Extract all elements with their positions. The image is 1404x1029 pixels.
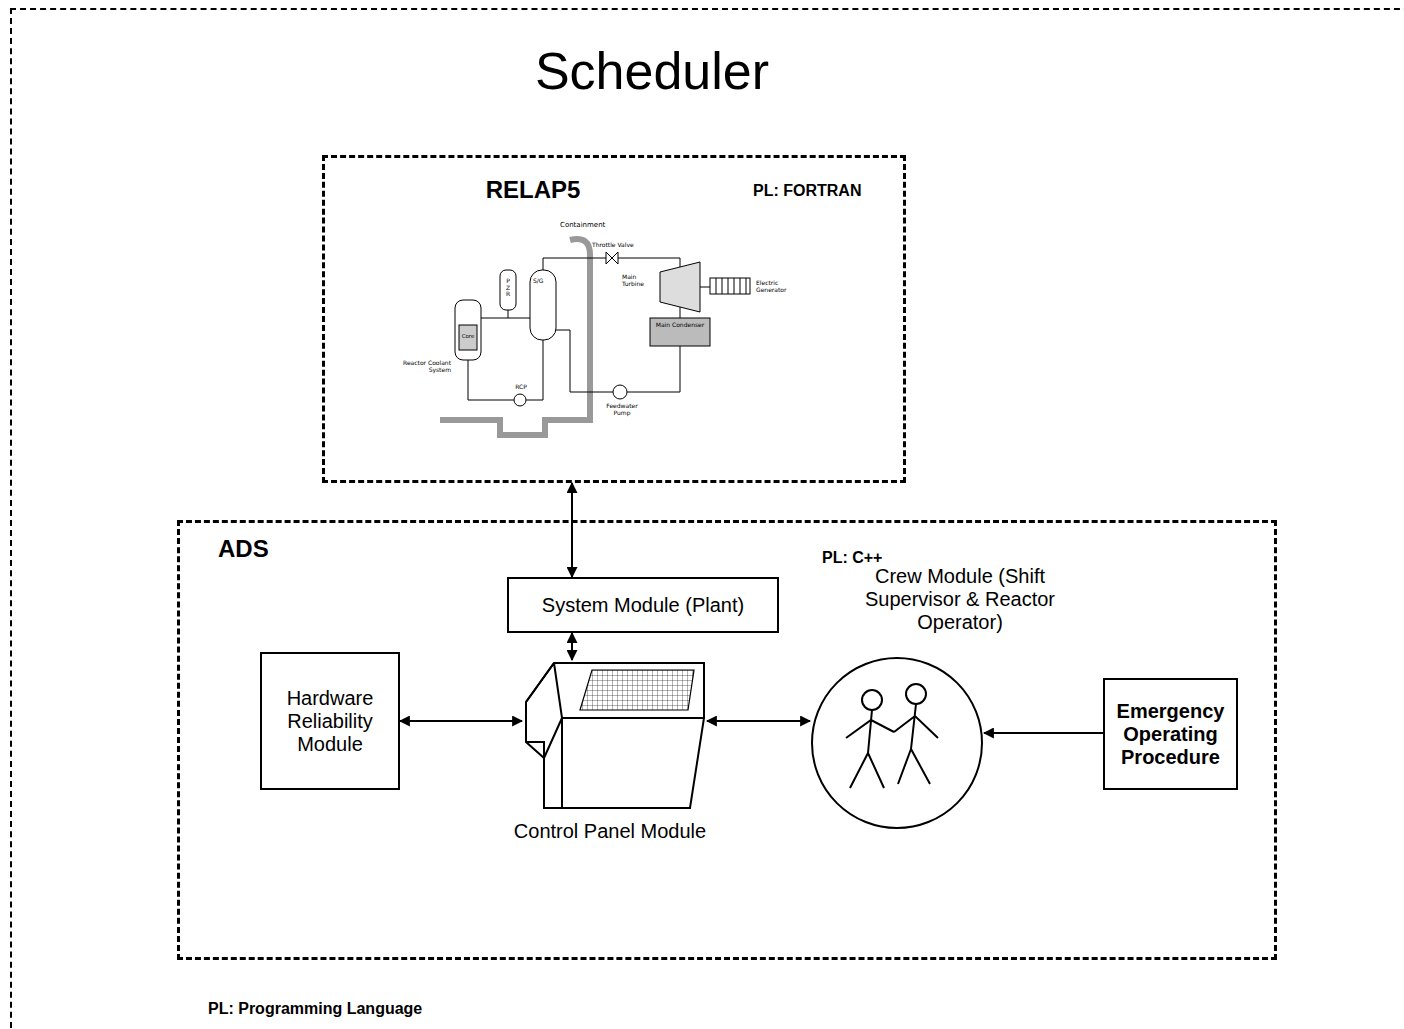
reactor-vessel <box>455 300 481 360</box>
component-label: Containment <box>560 222 620 230</box>
node-label: ADS <box>218 535 318 563</box>
node-label: Control Panel Module <box>470 820 750 843</box>
ads-region: System Module (Plant) Crew Module (Shift … <box>177 520 1277 960</box>
exhaust-line <box>680 307 681 318</box>
throttle-valve-symbol <box>606 252 618 264</box>
node-label: Emergency Operating Procedure <box>1111 700 1230 769</box>
arrow-connector <box>400 720 522 722</box>
feedwater-line <box>556 330 680 392</box>
component-label: Electric Generator <box>756 280 804 293</box>
component-label: Reactor Coolant System <box>403 360 451 373</box>
feedwater-pump-symbol <box>613 385 627 399</box>
arrow-connector <box>984 732 1103 734</box>
document-box: Emergency Operating Procedure <box>1103 678 1238 790</box>
process-box: Hardware Reliability Module <box>260 652 400 790</box>
generator-coil <box>716 278 746 294</box>
component-label: Main Condenser <box>653 322 707 329</box>
component-label: RCP <box>510 384 532 391</box>
footnote: PL: Programming Language <box>208 1000 508 1018</box>
control-panel: Control Panel Module <box>470 655 750 845</box>
scheduler-frame: RELAP5 PL: FORTRAN System Module (Plant) Cr… <box>10 8 1404 1029</box>
component-label: Throttle Valve <box>592 242 652 249</box>
language-note: PL: FORTRAN <box>753 182 903 200</box>
relap5-region: RELAP5 PL: FORTRAN <box>322 155 906 483</box>
surge-line <box>508 310 509 318</box>
pressurizer-symbol <box>500 270 516 310</box>
steam-line <box>543 258 680 270</box>
component-label: Core <box>459 333 477 339</box>
component-label: Feedwater Pump <box>598 403 646 416</box>
node-label: Scheduler <box>442 42 862 102</box>
component-label: Main Turbine <box>622 274 656 287</box>
language-note: PL: C++ <box>822 549 942 567</box>
crew-circle-outline <box>812 658 982 828</box>
node-label: System Module (Plant) <box>542 594 744 617</box>
steam-generator <box>530 270 556 340</box>
arrow-connector <box>571 483 573 577</box>
arrow-connector <box>707 720 810 722</box>
crew-circle-shape <box>810 656 984 830</box>
node-label: RELAP5 <box>433 176 633 204</box>
rcp-symbol <box>514 394 526 406</box>
shaft-line <box>700 287 710 288</box>
core-symbol <box>459 325 477 350</box>
node-label: Crew Module (Shift Supervisor & Reactor … <box>860 565 1060 634</box>
hot-leg <box>481 318 530 319</box>
stick-figures <box>846 684 938 788</box>
component-label: P Z R <box>504 278 512 298</box>
node-label: Hardware Reliability Module <box>268 687 392 756</box>
control-panel-shape <box>522 660 707 812</box>
arrow-connector <box>571 633 573 660</box>
containment-wall <box>440 239 590 435</box>
turbine-symbol <box>660 262 700 312</box>
crew-circle: Crew Module (Shift Supervisor & Reactor … <box>800 565 1070 833</box>
component-label: S/G <box>533 278 555 285</box>
generator-symbol <box>710 278 750 294</box>
console-outline <box>526 663 704 808</box>
process-box: System Module (Plant) <box>507 577 779 633</box>
cold-leg <box>468 340 543 400</box>
condenser-symbol <box>650 318 710 346</box>
